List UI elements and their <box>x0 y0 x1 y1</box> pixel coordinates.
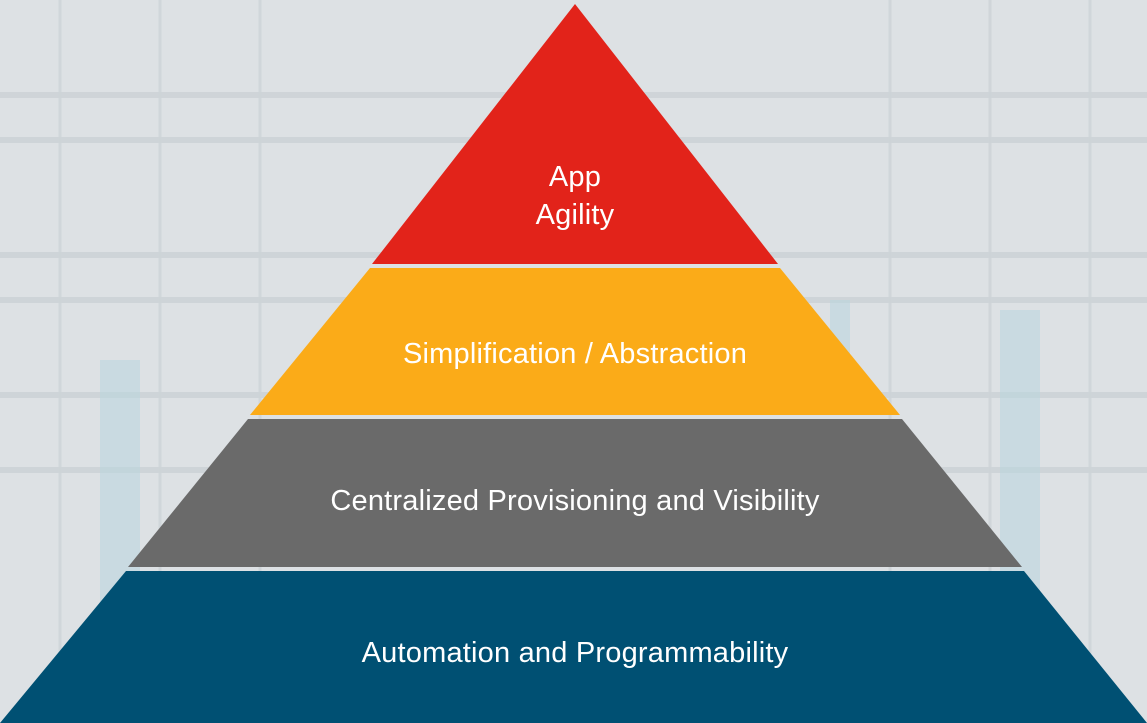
layer-app-agility <box>372 4 778 264</box>
label-simplification: Simplification / Abstraction <box>275 335 875 373</box>
label-app-agility-line-1: App <box>548 161 602 193</box>
label-app-agility: App Agility <box>475 158 675 234</box>
layer-automation <box>0 571 1147 723</box>
label-simplification-line-1: Simplification / Abstraction <box>402 338 748 370</box>
label-automation: Automation and Programmability <box>175 634 975 672</box>
label-app-agility-line-2: Agility <box>535 199 615 231</box>
layer-simplification <box>250 268 900 415</box>
label-centralized: Centralized Provisioning and Visibility <box>175 482 975 520</box>
label-automation-line-1: Automation and Programmability <box>361 637 789 669</box>
layer-centralized <box>128 419 1022 567</box>
label-centralized-line-1: Centralized Provisioning and Visibility <box>330 485 820 517</box>
